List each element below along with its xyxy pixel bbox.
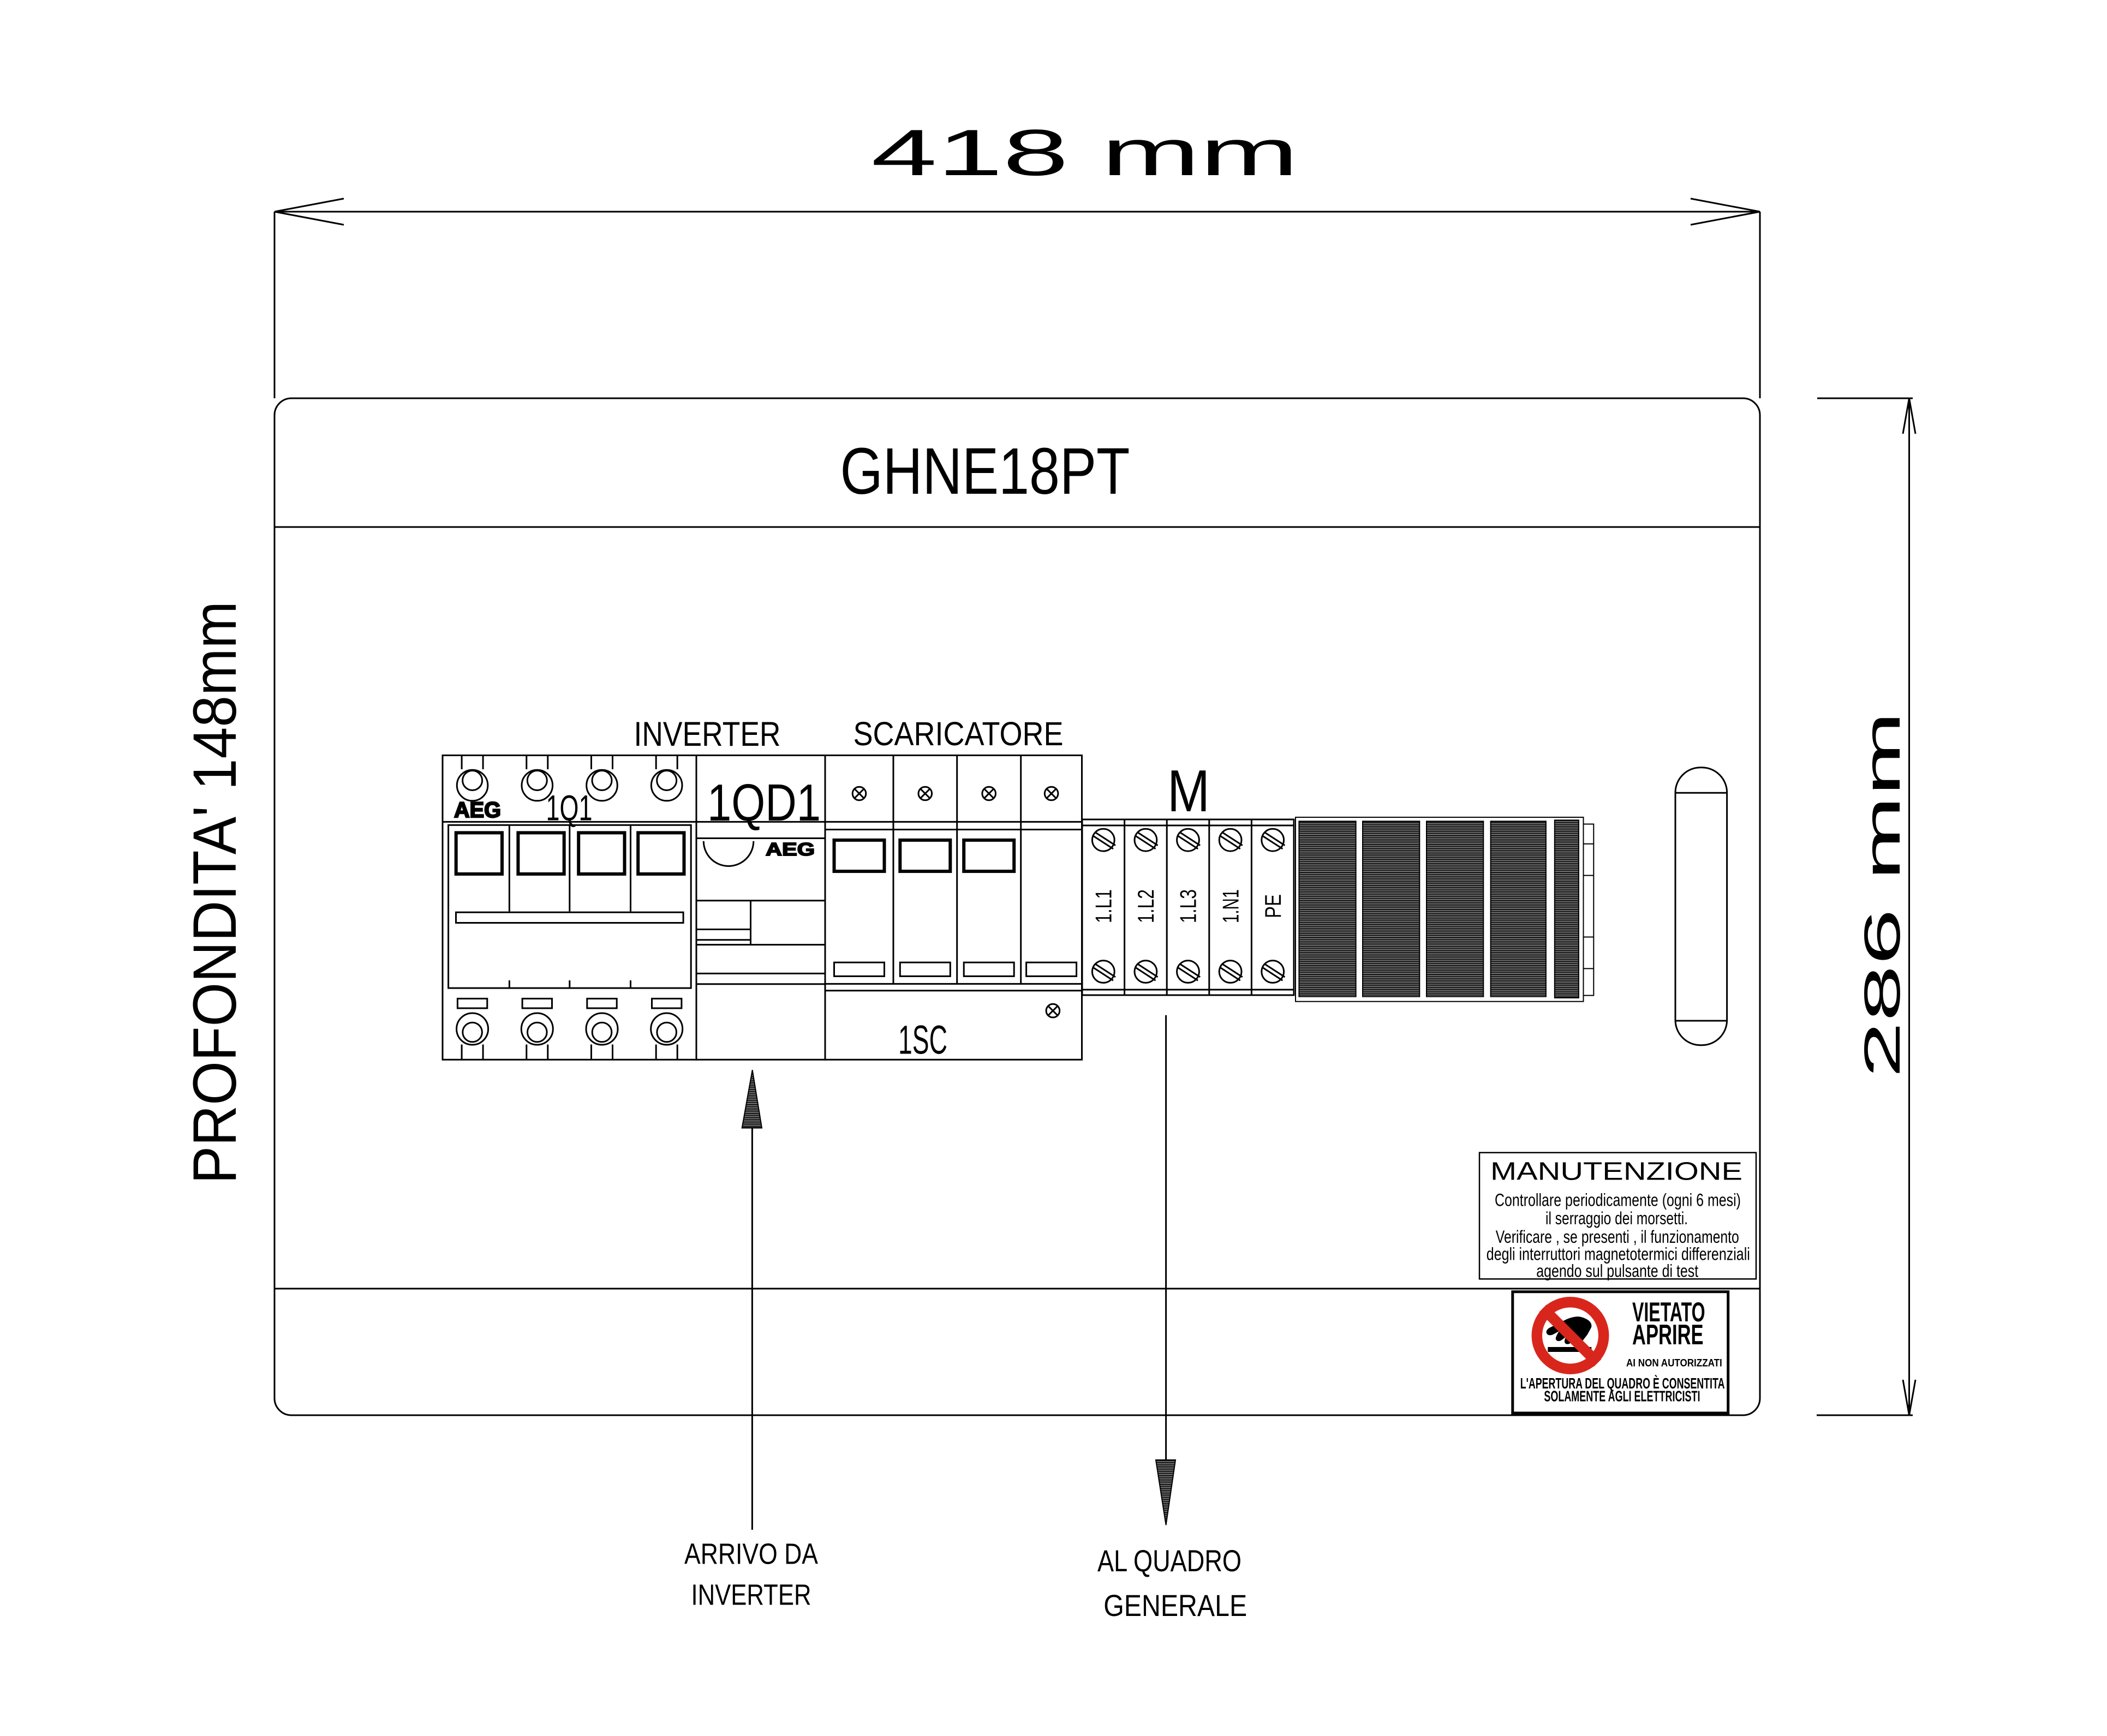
svg-text:PE: PE (1260, 894, 1286, 918)
svg-text:AEG: AEG (454, 798, 501, 822)
svg-text:418 mm: 418 mm (872, 116, 1299, 189)
svg-text:GHNE18PT: GHNE18PT (840, 434, 1130, 508)
svg-text:SOLAMENTE AGLI ELETTRICISTI: SOLAMENTE AGLI ELETTRICISTI (1544, 1387, 1700, 1404)
svg-text:1.L1: 1.L1 (1091, 889, 1117, 923)
svg-text:VIETATO: VIETATO (1632, 1297, 1705, 1327)
svg-text:degli interruttori magnetoterm: degli interruttori magnetotermici differ… (1487, 1244, 1750, 1264)
svg-text:AL QUADRO: AL QUADRO (1097, 1543, 1241, 1578)
svg-text:PROFONDITA' 148mm: PROFONDITA' 148mm (181, 601, 249, 1184)
svg-text:Verificare , se presenti , il: Verificare , se presenti , il funzioname… (1496, 1227, 1739, 1247)
svg-text:1.L2: 1.L2 (1133, 889, 1159, 923)
svg-text:APRIRE: APRIRE (1632, 1319, 1704, 1351)
svg-text:INVERTER: INVERTER (691, 1579, 811, 1612)
svg-text:Controllare periodicamente (og: Controllare periodicamente (ogni 6 mesi) (1495, 1190, 1741, 1210)
svg-text:M: M (1167, 758, 1210, 824)
svg-text:1QD1: 1QD1 (707, 774, 821, 832)
svg-text:1.N1: 1.N1 (1217, 889, 1243, 923)
svg-text:L'APERTURA DEL QUADRO È CONSEN: L'APERTURA DEL QUADRO È CONSENTITA (1520, 1375, 1725, 1392)
svg-text:286 mm: 286 mm (1854, 711, 1911, 1078)
svg-text:1.L3: 1.L3 (1175, 889, 1201, 923)
svg-text:SCARICATORE: SCARICATORE (853, 715, 1064, 752)
svg-text:MANUTENZIONE: MANUTENZIONE (1490, 1157, 1742, 1185)
svg-text:AI NON AUTORIZZATI: AI NON AUTORIZZATI (1626, 1357, 1722, 1369)
svg-text:1Q1: 1Q1 (546, 788, 593, 828)
svg-text:GENERALE: GENERALE (1103, 1588, 1247, 1623)
svg-text:il serraggio dei morsetti.: il serraggio dei morsetti. (1545, 1208, 1688, 1228)
svg-text:1SC: 1SC (898, 1017, 947, 1063)
svg-text:INVERTER: INVERTER (634, 715, 781, 753)
svg-text:ARRIVO DA: ARRIVO DA (684, 1538, 818, 1571)
svg-text:agendo sul pulsante di test: agendo sul pulsante di test (1536, 1261, 1698, 1281)
svg-text:AEG: AEG (766, 839, 815, 859)
